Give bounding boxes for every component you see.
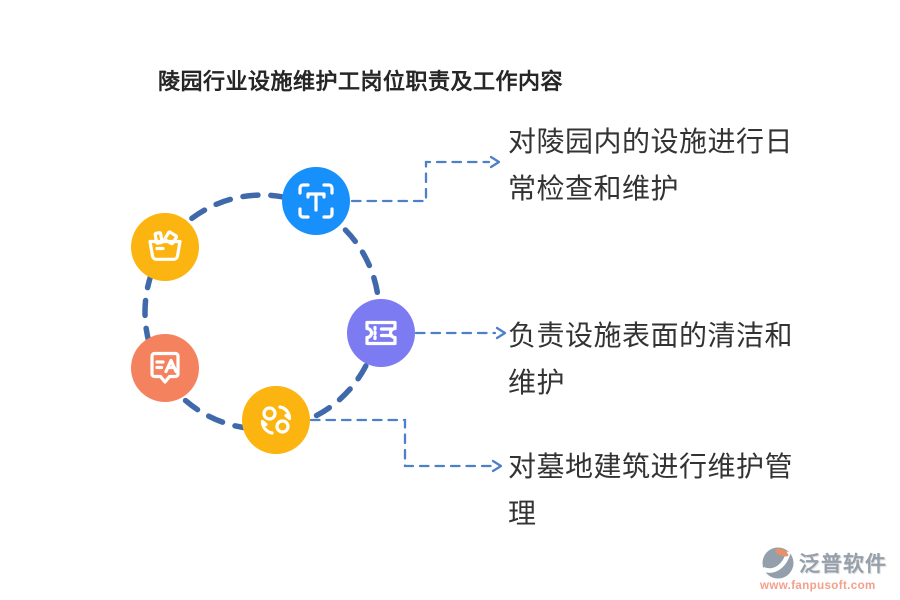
node-sync (242, 386, 310, 454)
node-translate-chat-circle (131, 334, 199, 402)
duty-item-1-text: 对陵园内的设施进行日常检查和维护 (508, 126, 794, 204)
brand-row: 泛普软件 (760, 545, 890, 581)
duty-item-2: 负责设施表面的清洁和维护 (508, 312, 812, 406)
node-storage-box (131, 213, 199, 281)
brand-name: 泛普软件 (799, 553, 887, 576)
translate-chat-icon (150, 351, 180, 384)
node-ticket (347, 299, 415, 367)
node-storage-box-circle (131, 213, 199, 281)
text-scan-icon (298, 183, 334, 219)
brand-url: www.fanpusoft.com (760, 580, 876, 592)
node-ticket-circle (347, 299, 415, 367)
node-translate-chat (131, 334, 199, 402)
duty-item-1: 对陵园内的设施进行日常检查和维护 (508, 118, 812, 212)
duty-item-3: 对墓地建筑进行维护管理 (508, 443, 812, 537)
storage-box-icon (148, 230, 182, 261)
fanpu-logo-icon (762, 547, 794, 579)
node-sync-circle (242, 386, 310, 454)
duty-item-3-text: 对墓地建筑进行维护管理 (508, 451, 794, 529)
ticket-icon (365, 320, 397, 346)
connector-1 (350, 155, 501, 203)
node-text-scan (282, 167, 350, 235)
sync-circles-icon (260, 405, 292, 435)
brand-footer: 泛普软件 www.fanpusoft.com (760, 545, 890, 592)
page-title: 陵园行业设施维护工岗位职责及工作内容 (158, 69, 564, 94)
connector-3 (309, 418, 503, 473)
duty-item-2-text: 负责设施表面的清洁和维护 (508, 320, 794, 398)
connector-2 (414, 326, 507, 340)
